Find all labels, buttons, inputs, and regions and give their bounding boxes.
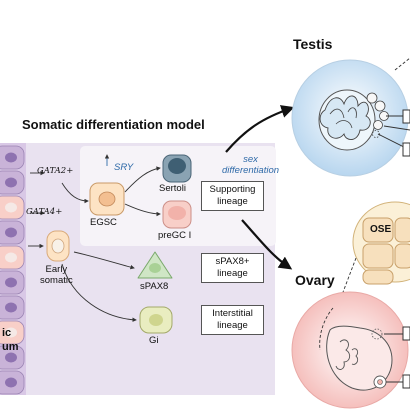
epithelial-cell-nucleus: [5, 152, 17, 163]
epithelial-cell-nucleus: [5, 177, 17, 188]
spax8-lineage-box: sPAX8+lineage: [201, 253, 264, 283]
differentiation-arrows: [28, 154, 161, 323]
gene-sry: SRY: [114, 162, 134, 173]
gene-gata4: GATA4+: [26, 207, 63, 217]
spax8-label: sPAX8: [140, 281, 169, 292]
epithelial-cell-nucleus: [5, 302, 17, 313]
epithelial-cell-nucleus: [5, 327, 17, 338]
model-title: Somatic differentiation model: [22, 117, 205, 132]
gene-gata2: GATA2+: [37, 166, 74, 176]
ose-inset: [339, 201, 410, 301]
epithelial-cell-nucleus: [5, 377, 17, 388]
gi-label: Gi: [149, 335, 159, 346]
gi-cell: [139, 306, 173, 334]
egsc-cell: [89, 182, 125, 216]
testis-label: Testis: [293, 36, 333, 52]
pregc-cell: [162, 200, 192, 229]
organ-arrows: [225, 105, 295, 270]
epithelial-cell-nucleus: [5, 252, 17, 263]
coelomic-epithelium-label: ic um: [2, 327, 19, 353]
sertoli-cell: [162, 154, 192, 183]
epithelial-cell-nucleus: [5, 277, 17, 288]
early-somatic-label: Early somatic: [40, 264, 73, 286]
coelomic-epithelium: [0, 143, 26, 395]
sertoli-label: Sertoli: [159, 183, 186, 194]
egsc-label: EGSC: [90, 217, 117, 228]
testis-illustration: [291, 57, 410, 177]
early-somatic-cell: [46, 230, 70, 262]
epithelial-cell-nucleus: [5, 227, 17, 238]
pregc-label: preGC I: [158, 230, 192, 241]
ovary-label: Ovary: [295, 272, 335, 288]
epithelial-cell-nucleus: [5, 352, 17, 363]
ose-label: OSE: [370, 224, 392, 235]
sex-differentiation-label: sex differentiation: [222, 154, 280, 176]
epithelial-cell-nucleus: [5, 202, 17, 213]
sex-differentiation-box: [80, 146, 276, 246]
spax8-cell: [137, 251, 173, 279]
ovary-illustration: [291, 291, 410, 409]
